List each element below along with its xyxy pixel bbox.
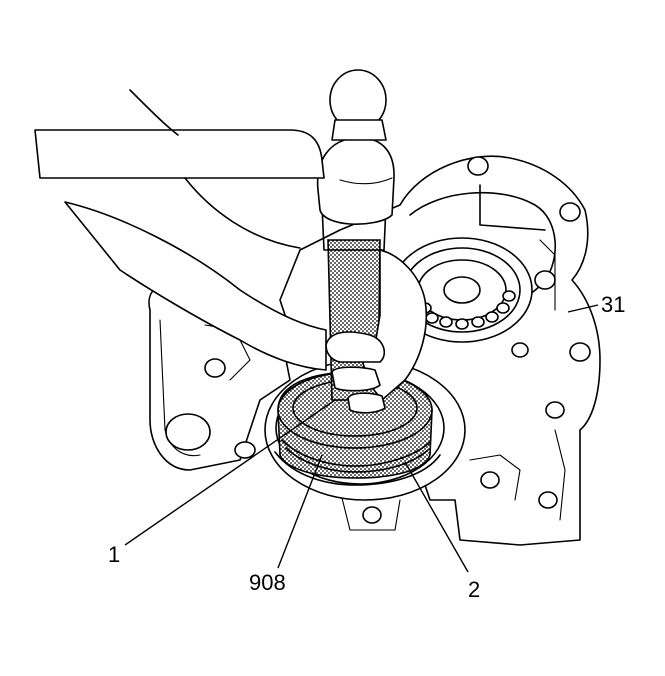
bearing-rollers bbox=[418, 290, 516, 330]
hammer bbox=[316, 69, 395, 225]
callout-908: 908 bbox=[249, 570, 286, 595]
upper-arm bbox=[34, 89, 325, 249]
callout-31: 31 bbox=[601, 292, 625, 317]
lower-arm bbox=[64, 201, 428, 414]
callout-1: 1 bbox=[108, 542, 120, 567]
leader-lines bbox=[124, 304, 599, 573]
leader-31 bbox=[567, 304, 599, 313]
callout-2: 2 bbox=[468, 577, 480, 602]
leader-1 bbox=[124, 399, 336, 546]
leader-908 bbox=[277, 454, 323, 569]
leader-2 bbox=[404, 461, 469, 573]
case-bolt-holes bbox=[362, 156, 591, 524]
seal-ring bbox=[274, 451, 441, 486]
bearing-bore bbox=[443, 276, 481, 304]
